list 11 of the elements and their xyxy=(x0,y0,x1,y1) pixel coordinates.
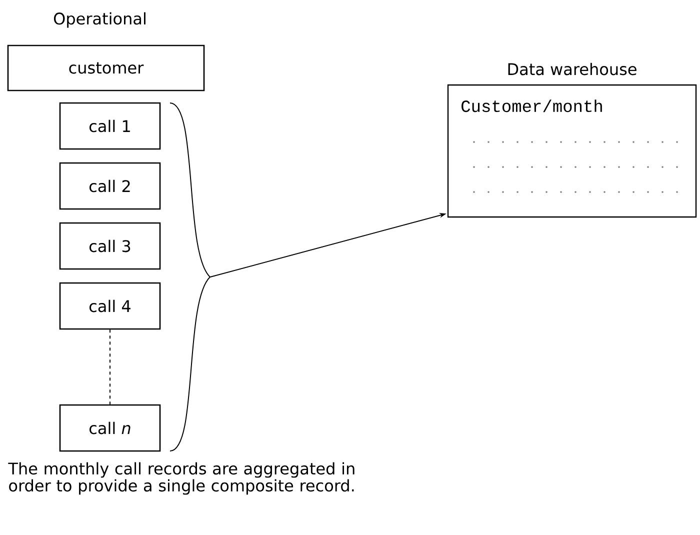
warehouse-box: Data warehouse Customer/month xyxy=(447,62,697,218)
record-box: call 2 xyxy=(59,162,161,210)
record-box: call 4 xyxy=(59,282,161,330)
record-box: call 3 xyxy=(59,222,161,270)
caption: The monthly call records are aggregated in order to provide a single composite record. xyxy=(8,462,354,495)
curly-brace xyxy=(170,102,210,452)
record-box: customer xyxy=(7,44,205,92)
node-label: Data warehouse xyxy=(508,62,636,76)
record-box: call 1 xyxy=(59,102,161,150)
column-heading: Operational xyxy=(54,12,146,28)
record-box: call n xyxy=(59,404,161,452)
